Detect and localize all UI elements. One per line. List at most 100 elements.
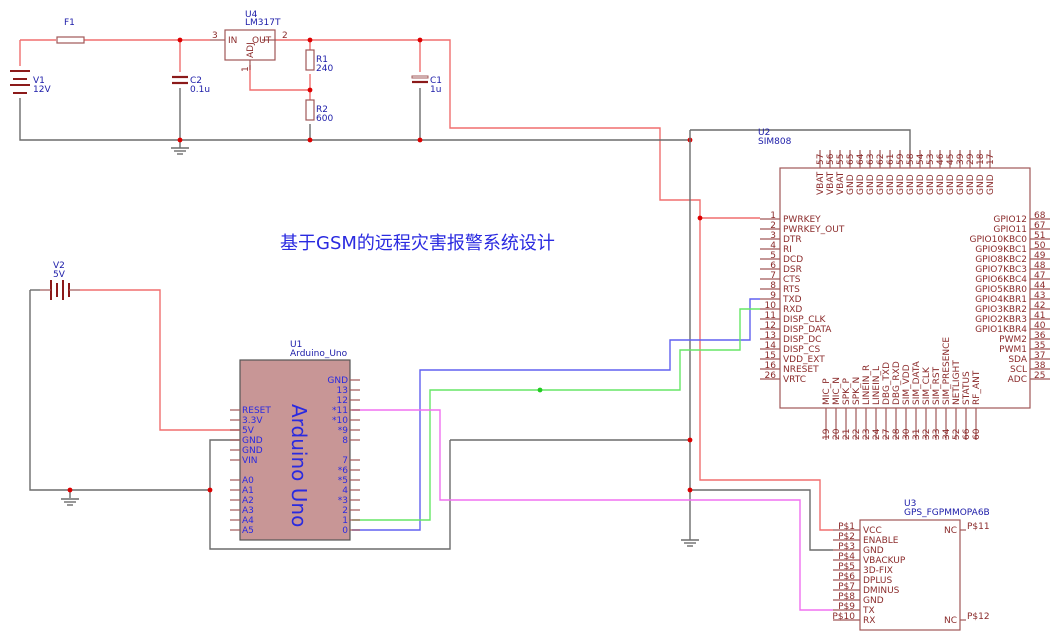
wire-uart-rx[interactable] (352, 308, 760, 521)
u2-pin-name: PWRKEY (783, 215, 821, 225)
u2-value: SIM808 (758, 137, 792, 147)
u2-pin-name: STATUS (962, 371, 972, 405)
capacitor-c1[interactable]: C1 1u (411, 75, 442, 95)
capacitor-c2[interactable]: C2 0.1u (172, 75, 210, 95)
u2-pin-name: SIM_CLK (922, 366, 932, 405)
u2-pin-num: 49 (1034, 251, 1046, 261)
u2-pin-num: 39 (956, 153, 966, 165)
u2-pin-name: GND (946, 174, 956, 195)
u2-pin-num: 13 (765, 331, 776, 341)
u1-pin-label: 3.3V (242, 416, 263, 426)
u1-body-text: Arduino Uno (287, 404, 311, 527)
u3-pin-num: P$9 (838, 602, 855, 612)
wire-gnd-gps[interactable] (690, 489, 833, 551)
u2-pin-num: 31 (912, 429, 922, 440)
u2-pin-num: 28 (892, 428, 902, 440)
u2-pin-num: 16 (765, 361, 777, 371)
regulator-u4[interactable]: U4 LM317T 3 IN OUT 2 ADJ 1 (210, 10, 288, 72)
u3-pin-num: P$4 (838, 552, 855, 562)
u2-pin-num: 14 (765, 341, 777, 351)
v1-value: 12V (33, 85, 51, 95)
u2-pin-name: GPIO11 (993, 225, 1027, 235)
u1-pin-label: 0 (342, 526, 348, 536)
resistor-r2[interactable]: R2 600 (305, 99, 333, 124)
u2-pin-num: 18 (976, 153, 986, 165)
battery-v1[interactable]: V1 12V (10, 70, 51, 95)
v1-ref: V1 (33, 76, 45, 86)
u1-pin-label: *11 (332, 406, 348, 416)
u3-pin-num: P$5 (838, 562, 855, 572)
u2-pin-num: 3 (770, 231, 776, 241)
u2-pin-name: GND (906, 174, 916, 195)
u1-pin-label: A1 (242, 486, 254, 496)
u2-pin-name: GND (866, 174, 876, 195)
u2-ref: U2 (758, 128, 770, 138)
u2-pin-name: GND (896, 174, 906, 195)
u2-pin-num: 32 (922, 429, 932, 440)
u4-pin1-num: 1 (241, 66, 251, 72)
u2-pin-num: 6 (770, 261, 776, 271)
u3-pin-num: P$12 (967, 612, 990, 622)
u2-pin-name: DISP_DATA (783, 325, 832, 335)
sim808-u2[interactable]: U2 SIM808 57VBAT56VBAT55VBAT65GND64GND63… (758, 128, 1050, 440)
u2-pin-num: 35 (1034, 341, 1045, 351)
u3-pin-num: P$3 (838, 542, 855, 552)
wire-uart-tx[interactable] (352, 298, 760, 531)
u2-pin-name: DCD (783, 255, 803, 265)
u2-pin-name: DISP_DC (783, 335, 821, 345)
u2-pin-num: 5 (770, 251, 776, 261)
u3-ref: U3 (904, 499, 916, 509)
u2-pin-name: MIC_P (822, 378, 832, 405)
u2-pin-num: 54 (916, 153, 926, 165)
u2-pin-num: 26 (765, 371, 777, 381)
u2-bottom-pins: MIC_P19MIC_N20SPK_P21SPK_N22LINEIN_R23LI… (822, 337, 982, 440)
wire-gnd-rail-top[interactable] (19, 98, 690, 141)
main-wiring (29, 129, 911, 611)
u2-pin-name: GND (926, 174, 936, 195)
u4-adj-label: ADJ (246, 42, 256, 58)
u2-pin-num: 47 (1034, 271, 1045, 281)
wire-gnd-arduino-loop[interactable] (209, 439, 451, 550)
wire-v2-gnd[interactable] (29, 290, 210, 491)
u2-pin-num: 33 (932, 429, 942, 440)
resistor-r1[interactable]: R1 240 (305, 49, 333, 74)
u3-pin-num: P$6 (838, 572, 855, 582)
u2-pin-name: LINEIN_L (872, 366, 882, 405)
u2-pin-num: 59 (896, 153, 906, 165)
u2-pin-num: 42 (1034, 301, 1045, 311)
u2-pin-num: 8 (770, 281, 776, 291)
ground-symbol-2 (61, 498, 79, 506)
fuse-f1[interactable]: F1 (56, 18, 85, 44)
u2-pin-num: 19 (822, 428, 832, 440)
r1-ref: R1 (316, 55, 328, 65)
u4-ref: U4 (245, 10, 258, 20)
u2-pin-name: GPIO10KBC0 (969, 235, 1027, 245)
u2-pin-num: 52 (952, 429, 962, 440)
v2-ref: V2 (53, 261, 65, 271)
wire-v2-5v[interactable] (80, 289, 240, 431)
battery-v2[interactable]: V2 5V (40, 261, 80, 300)
wire-adj[interactable] (249, 65, 310, 91)
u2-pin-num: 38 (1034, 361, 1046, 371)
u2-pin-name: GPIO5KBR0 (975, 285, 1027, 295)
wire-gps-tx[interactable] (352, 409, 833, 611)
u1-pin-label: A5 (242, 526, 254, 536)
u2-pin-name: GPIO6KBC4 (975, 275, 1027, 285)
u2-pin-num: 56 (826, 153, 836, 165)
arduino-uno-u1[interactable]: U1 Arduino_Uno Arduino Uno RESET3.3V5VGN… (230, 340, 360, 541)
u2-pin-num: 48 (1034, 261, 1046, 271)
c2-value: 0.1u (190, 85, 210, 95)
u2-pin-name: RTS (783, 285, 800, 295)
u2-pin-name: GPIO1KBR4 (975, 325, 1027, 335)
wire-vcc-gps[interactable] (699, 218, 833, 531)
u2-pin-name: GND (886, 174, 896, 195)
u1-pin-label: 13 (337, 386, 348, 396)
u1-pin-label: 7 (342, 456, 348, 466)
u4-value: LM317T (245, 18, 281, 28)
u2-pin-num: 61 (886, 154, 896, 165)
wire-vbat-pwrkey[interactable] (276, 39, 760, 219)
